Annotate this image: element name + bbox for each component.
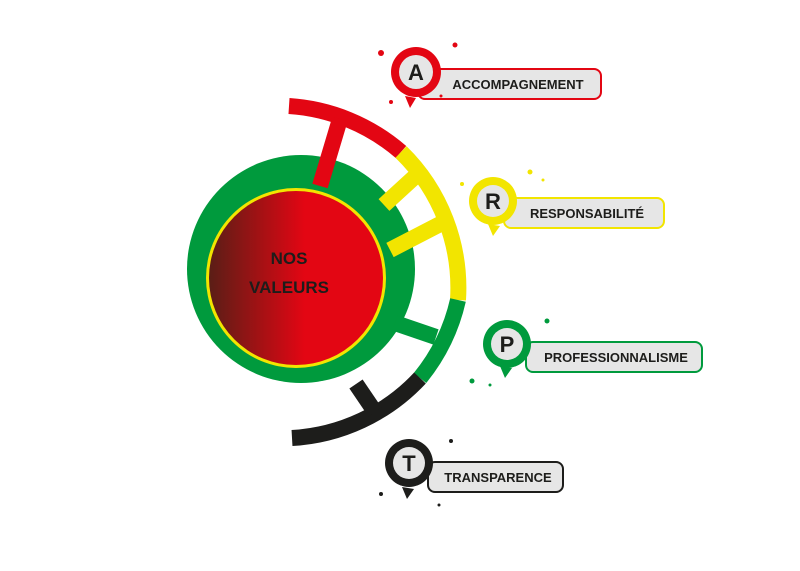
pin-marker-icon (488, 224, 500, 236)
value-label: RESPONSABILITÉ (530, 206, 644, 221)
paint-splash (389, 100, 393, 104)
value-letter: P (500, 332, 515, 357)
paint-splash (541, 178, 545, 182)
inner-disc (209, 191, 383, 365)
paint-splash (452, 42, 458, 48)
center-title-line-1: NOS (271, 249, 308, 268)
arc-segment-black (291, 372, 426, 446)
value-label: PROFESSIONNALISME (544, 350, 688, 365)
value-tag-professionnalisme: P PROFESSIONNALISME (469, 318, 703, 387)
letter-badge (393, 447, 425, 479)
value-letter: T (402, 451, 416, 476)
value-label: TRANSPARENCE (444, 470, 552, 485)
value-tag-accompagnement: A ACCOMPAGNEMENT (378, 42, 602, 108)
value-tag-transparence: T TRANSPARENCE (379, 439, 564, 507)
spoke-yellow-1 (386, 212, 452, 258)
paint-splash (439, 94, 443, 98)
paint-splash (460, 182, 464, 186)
paint-splash (449, 439, 453, 443)
letter-badge (491, 328, 523, 360)
paint-splash (378, 50, 384, 56)
value-letter: R (485, 189, 501, 214)
spoke-red (312, 116, 348, 189)
paint-splash (379, 492, 383, 496)
paint-splash (437, 503, 441, 507)
spoke-green (392, 315, 439, 345)
paint-splash (488, 383, 492, 387)
paint-splash (469, 378, 475, 384)
value-letter: A (408, 60, 424, 85)
pin-marker-icon (500, 366, 512, 378)
pin-marker-icon (405, 96, 416, 108)
arc-segment-red (288, 98, 407, 159)
paint-splash (527, 169, 533, 175)
letter-badge (477, 185, 509, 217)
value-tag-responsabilite: R RESPONSABILITÉ (460, 169, 665, 236)
letter-badge (399, 55, 433, 89)
spokes (312, 116, 452, 417)
value-label: ACCOMPAGNEMENT (452, 77, 583, 92)
pin-marker-icon (402, 487, 414, 499)
center-title-line-2: VALEURS (249, 278, 329, 297)
spoke-yellow-2 (378, 166, 426, 211)
paint-splash (544, 318, 550, 324)
spoke-black (349, 379, 382, 417)
arc-segment-green (413, 298, 466, 384)
